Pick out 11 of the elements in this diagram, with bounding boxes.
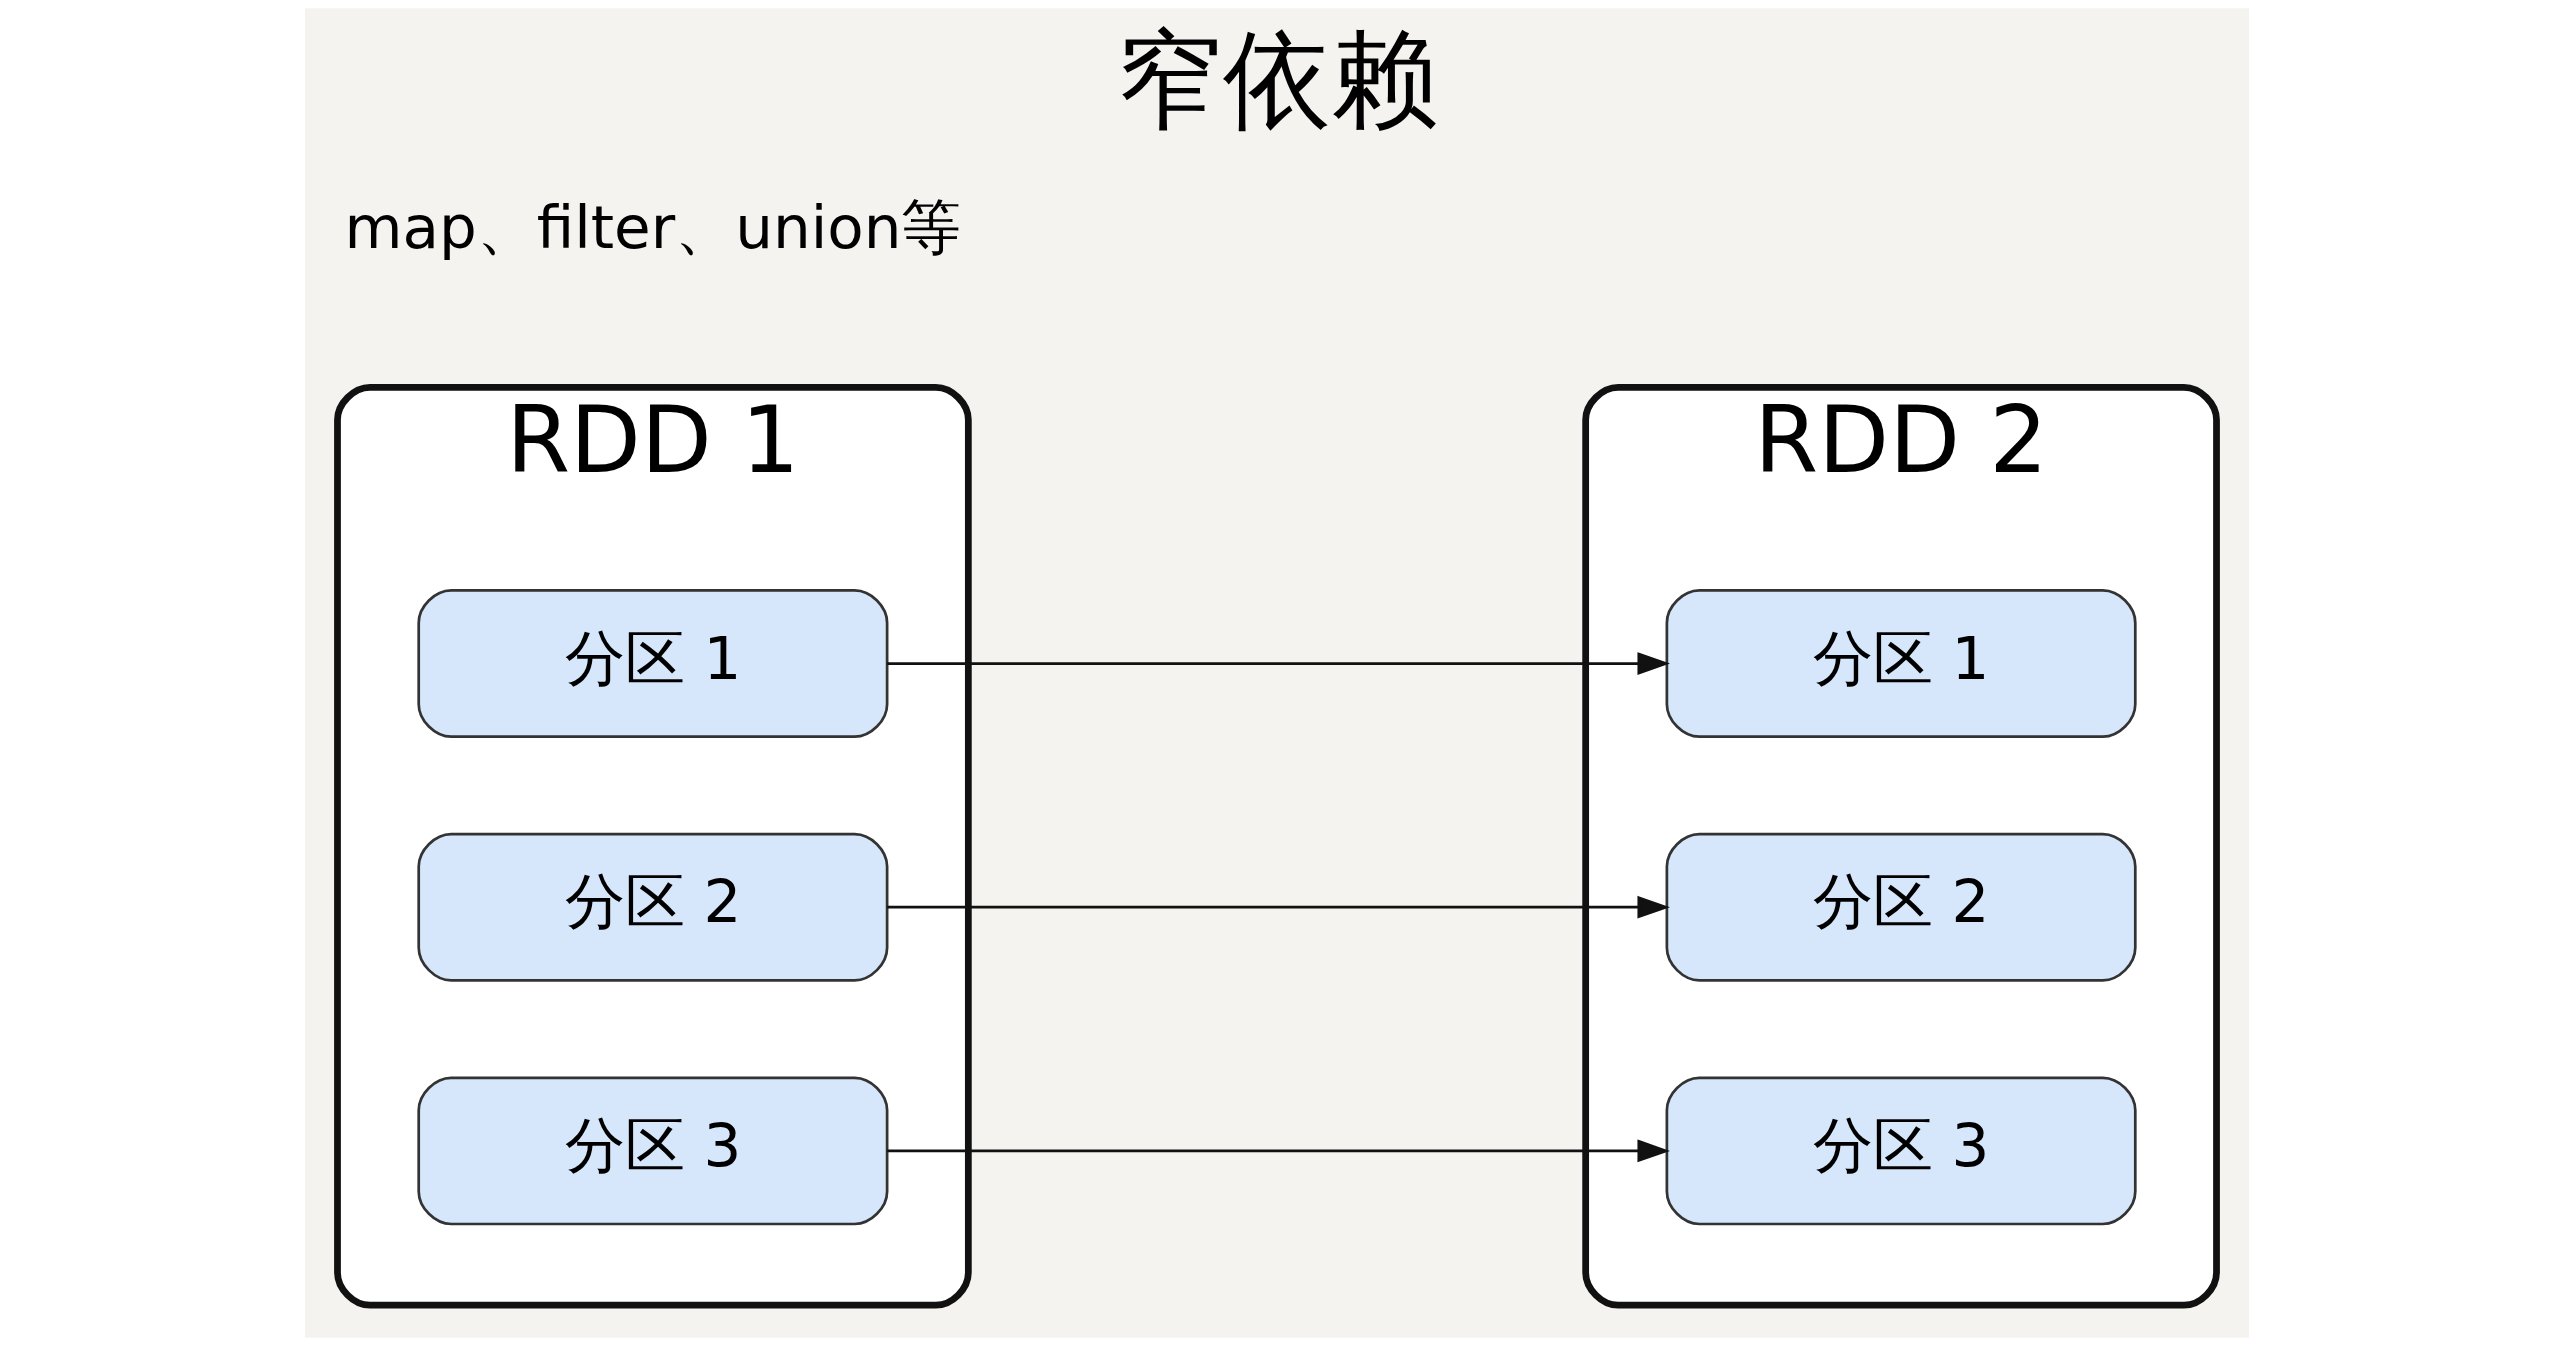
node-box: 分区 2 [1665,832,2137,982]
node-box: 分区 1 [1665,589,2137,738]
arrow [887,652,1670,675]
arrow [887,895,1670,919]
node-box: 分区 1 [417,589,889,738]
node-box: 分区 2 [417,832,889,982]
diagram-title: 窄依赖 [1115,15,1439,143]
arrow [887,1139,1670,1163]
node-box: 分区 3 [1665,1076,2137,1226]
node-box: 分区 3 [417,1076,889,1226]
label: map、filter、union等 [344,193,962,263]
